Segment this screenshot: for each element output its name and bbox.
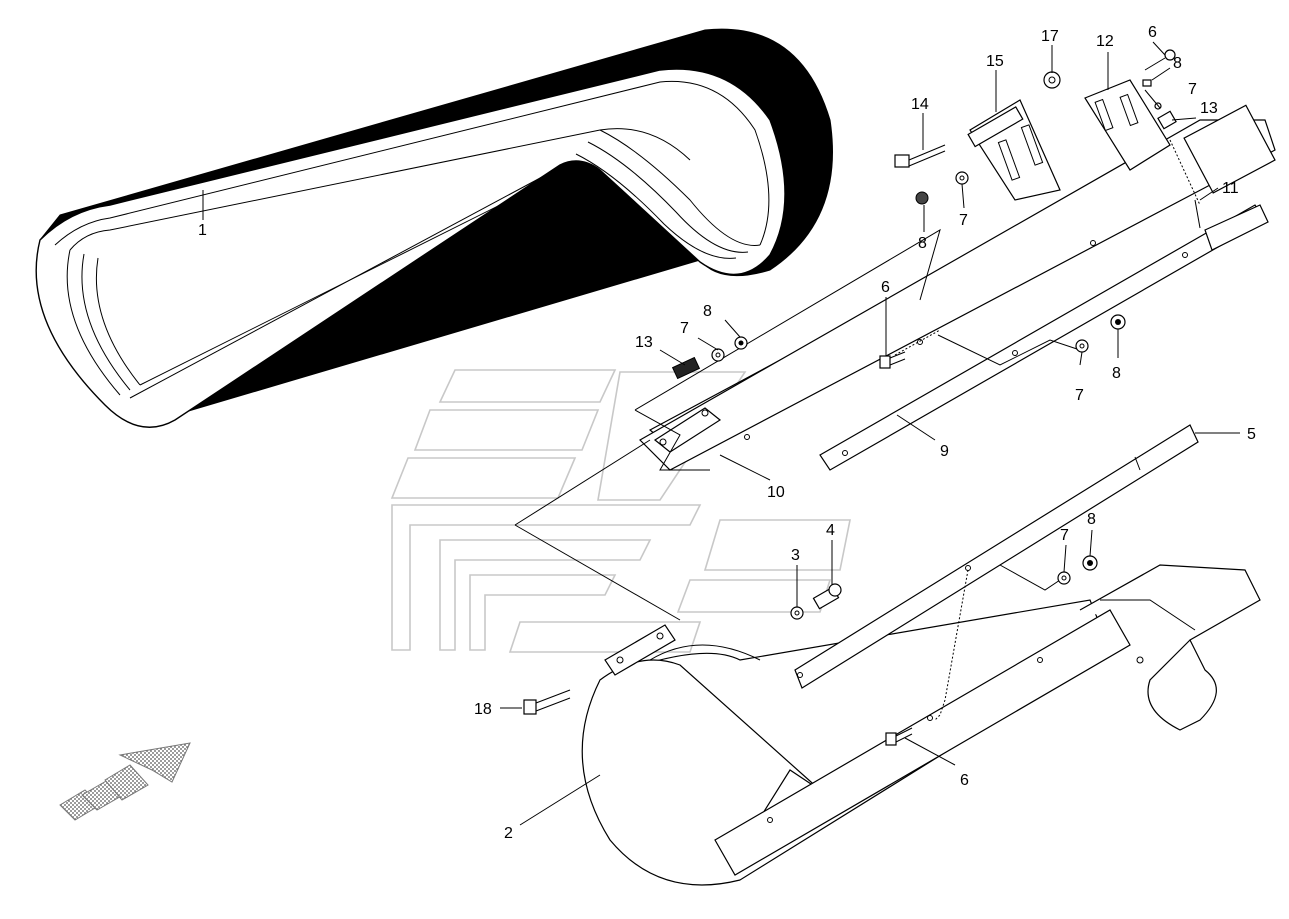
callout-17: 17 [1041, 28, 1059, 45]
callout-9: 9 [940, 443, 949, 460]
callout-6-mid: 6 [881, 279, 890, 296]
callout-8-left: 8 [703, 303, 712, 320]
callout-5: 5 [1247, 426, 1256, 443]
fasteners [523, 49, 1201, 746]
watermark-logo [390, 369, 851, 653]
guard-bracket-plate [514, 228, 941, 621]
callout-12: 12 [1096, 33, 1114, 50]
callout-7-mid: 7 [1075, 387, 1084, 404]
callout-11: 11 [1222, 180, 1239, 197]
callout-6-low: 6 [960, 772, 969, 789]
callout-14: 14 [911, 96, 929, 113]
callout-3: 3 [791, 547, 800, 564]
bolt-14 [894, 144, 946, 168]
bracket-12 [1084, 79, 1171, 171]
callout-labels: 1 2 3 4 5 6 6 6 7 7 7 7 7 8 8 8 8 8 9 10… [198, 24, 1256, 842]
pulley-guard-cover [581, 564, 1261, 886]
callout-8-top-right: 8 [1173, 55, 1182, 72]
callout-1: 1 [198, 222, 207, 239]
callout-7-low: 7 [1060, 527, 1069, 544]
callout-8-low: 8 [1087, 511, 1096, 528]
hinge-plate-15 [967, 99, 1061, 201]
callout-7-left: 7 [680, 320, 689, 337]
direction-arrow-icon [59, 742, 191, 821]
callout-8-mid: 8 [1112, 365, 1121, 382]
callout-13-left: 13 [635, 334, 653, 351]
callout-8-top: 8 [918, 235, 927, 252]
drive-belt [35, 28, 833, 428]
callout-2: 2 [504, 825, 513, 842]
long-bar [794, 424, 1199, 721]
callout-10: 10 [767, 484, 785, 501]
callout-7-top: 7 [959, 212, 968, 229]
leader-lines [202, 41, 1240, 826]
belt-guard-frame [639, 104, 1276, 471]
callout-6-top: 6 [1148, 24, 1157, 41]
callout-15: 15 [986, 53, 1004, 70]
callout-7-top-right: 7 [1188, 81, 1197, 98]
callout-4: 4 [826, 522, 835, 539]
callout-18: 18 [474, 701, 492, 718]
callout-13-right: 13 [1200, 100, 1218, 117]
